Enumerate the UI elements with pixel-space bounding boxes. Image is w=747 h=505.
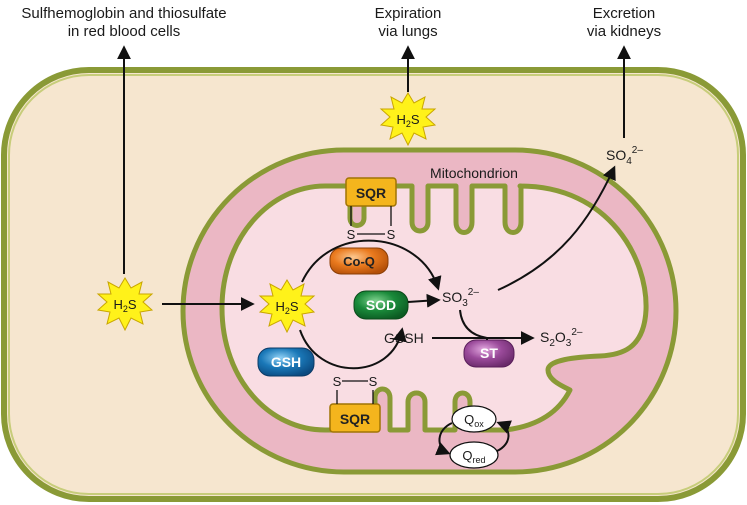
thiosulfate-label: S2O32– xyxy=(540,327,583,349)
svg-text:H2S: H2S xyxy=(275,299,298,316)
mitochondrion-label: Mitochondrion xyxy=(430,165,518,181)
st-enzyme: ST xyxy=(463,339,515,368)
arrow-sulfite-joins xyxy=(459,309,488,339)
svg-text:ST: ST xyxy=(480,345,498,361)
disulfide-top: S S xyxy=(347,206,396,242)
svg-text:H2S: H2S xyxy=(396,112,419,129)
sulfite-label: SO32– xyxy=(442,287,479,309)
kidneys-label-line2: via kidneys xyxy=(587,23,661,40)
kidneys-label-line1: Excretion xyxy=(593,5,656,22)
sod-enzyme: SOD xyxy=(353,290,409,320)
sqr-enzyme-top: SQR xyxy=(345,177,397,207)
disulfide-bottom: S S xyxy=(333,374,378,404)
svg-text:SOD: SOD xyxy=(366,297,396,313)
mitochondrion-inner-membrane xyxy=(219,183,649,433)
svg-text:S: S xyxy=(387,227,396,242)
lungs-label-line2: via lungs xyxy=(378,23,437,40)
h2s-starburst-cytoplasm: H2S xyxy=(96,277,154,332)
sulfate-label: SO42– xyxy=(606,145,643,167)
svg-text:SQR: SQR xyxy=(340,411,370,427)
gssh-label: GSSH xyxy=(384,330,424,346)
arrow-qred-to-qox xyxy=(496,420,512,452)
svg-text:SQR: SQR xyxy=(356,185,386,201)
blood-label-line1: Sulfhemoglobin and thiosulfate xyxy=(21,5,226,22)
gsh-enzyme: GSH xyxy=(257,347,315,377)
coq-enzyme: Co-Q xyxy=(329,247,389,275)
svg-text:S: S xyxy=(333,374,342,389)
svg-text:H2S: H2S xyxy=(113,297,136,314)
svg-text:GSH: GSH xyxy=(271,354,301,370)
quinone-oxidized: Qox xyxy=(451,405,497,433)
svg-text:Qred: Qred xyxy=(462,448,485,465)
blood-label-line2: in red blood cells xyxy=(68,23,181,40)
arrow-h2s-to-sulfite xyxy=(301,239,442,291)
arrow-sulfite-to-sulfate xyxy=(497,165,616,291)
cell-membrane-inner-line xyxy=(8,74,739,495)
arrow-h2s-to-gssh xyxy=(299,327,407,370)
svg-text:Qox: Qox xyxy=(464,412,484,429)
svg-text:Co-Q: Co-Q xyxy=(343,254,375,269)
arrow-sod-to-sulfite xyxy=(407,293,441,308)
quinone-reduced: Qred xyxy=(449,441,499,469)
h2s-starburst-mitochondrion: H2S xyxy=(258,279,316,334)
lungs-label-line1: Expiration xyxy=(375,5,442,22)
svg-text:S: S xyxy=(347,227,356,242)
arrow-qox-to-qred xyxy=(434,422,453,456)
h2s-starburst-lungs: H2S xyxy=(379,92,437,147)
svg-text:S: S xyxy=(369,374,378,389)
sqr-enzyme-bottom: SQR xyxy=(329,403,381,433)
